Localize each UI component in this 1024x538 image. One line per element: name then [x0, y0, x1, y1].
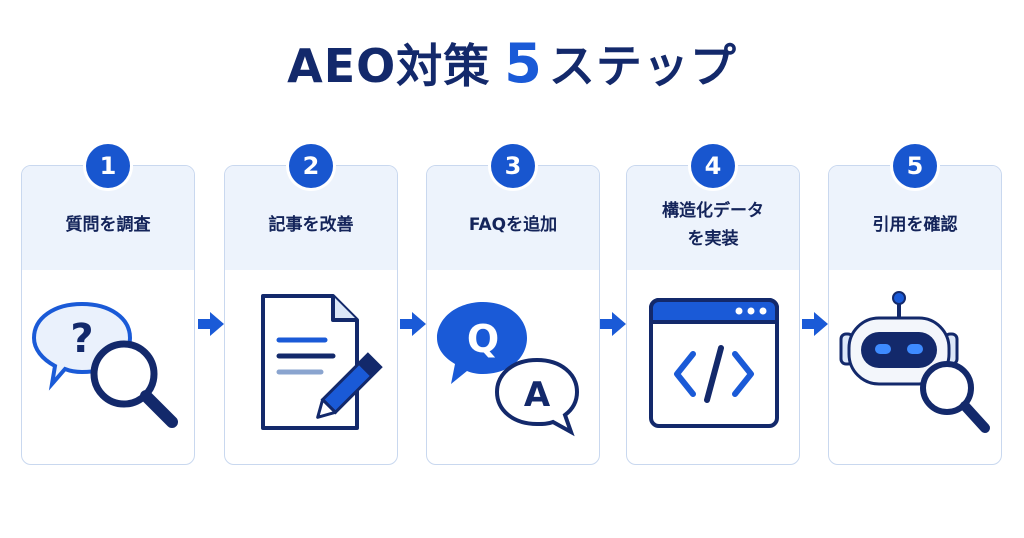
- step-card-2: 記事を改善 2: [224, 144, 398, 465]
- arrow-right-icon: [400, 312, 426, 336]
- code-window-icon: [627, 276, 799, 462]
- a-letter: A: [524, 375, 551, 415]
- arrow-right-icon: [198, 312, 224, 336]
- svg-text:?: ?: [70, 316, 93, 362]
- step-card-4: 構造化データ を実装 4: [626, 144, 800, 465]
- step-number-badge: 4: [691, 144, 735, 188]
- step-label: 引用を確認: [872, 215, 958, 235]
- q-letter: Q: [467, 317, 499, 361]
- title-suffix: ステップ: [548, 39, 737, 93]
- step-label: 構造化データ を実装: [662, 201, 764, 249]
- step-card-header: FAQを追加: [427, 166, 599, 270]
- title-main: AEO対策: [287, 39, 491, 93]
- step-number-badge: 5: [893, 144, 937, 188]
- step-card-1: 質問を調査 1 ?: [21, 144, 195, 465]
- step-label: FAQを追加: [468, 215, 558, 235]
- robot-search-icon: [829, 276, 1001, 462]
- step-label: 記事を改善: [268, 215, 354, 235]
- question-search-icon: ?: [22, 276, 194, 462]
- step-number-badge: 1: [86, 144, 130, 188]
- arrow-right-icon: [802, 312, 828, 336]
- arrow-right-icon: [600, 312, 626, 336]
- step-number-badge: 2: [289, 144, 333, 188]
- step-card-3: FAQを追加 3 Q A: [426, 144, 600, 465]
- step-label: 質問を調査: [65, 215, 151, 235]
- step-number-badge: 3: [491, 144, 535, 188]
- title-number: 5: [504, 32, 543, 95]
- step-card-5: 引用を確認 5: [828, 144, 1002, 465]
- document-edit-icon: [225, 276, 397, 462]
- qa-bubbles-icon: Q A: [427, 276, 599, 462]
